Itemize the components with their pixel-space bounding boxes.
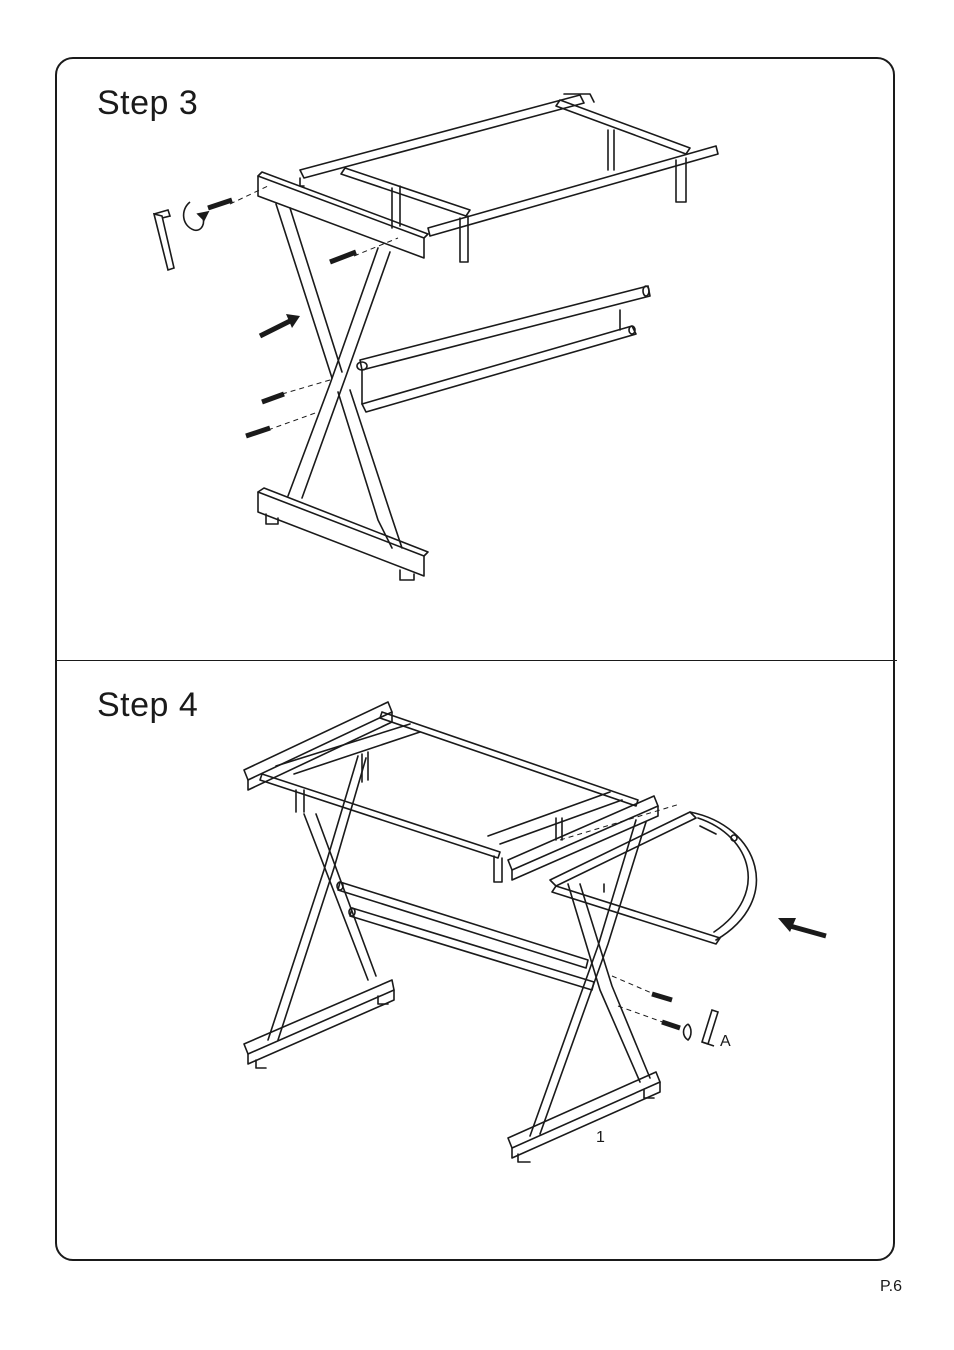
direction-arrow-icon (778, 918, 826, 936)
leg-frame-part-label: 1 (596, 1129, 605, 1146)
main-desk-frame (244, 702, 660, 1162)
hex-key-label: A (720, 1033, 731, 1050)
allen-key-icon (684, 1010, 719, 1046)
page-number: P.6 (880, 1278, 902, 1296)
bolt-icon (652, 994, 680, 1028)
